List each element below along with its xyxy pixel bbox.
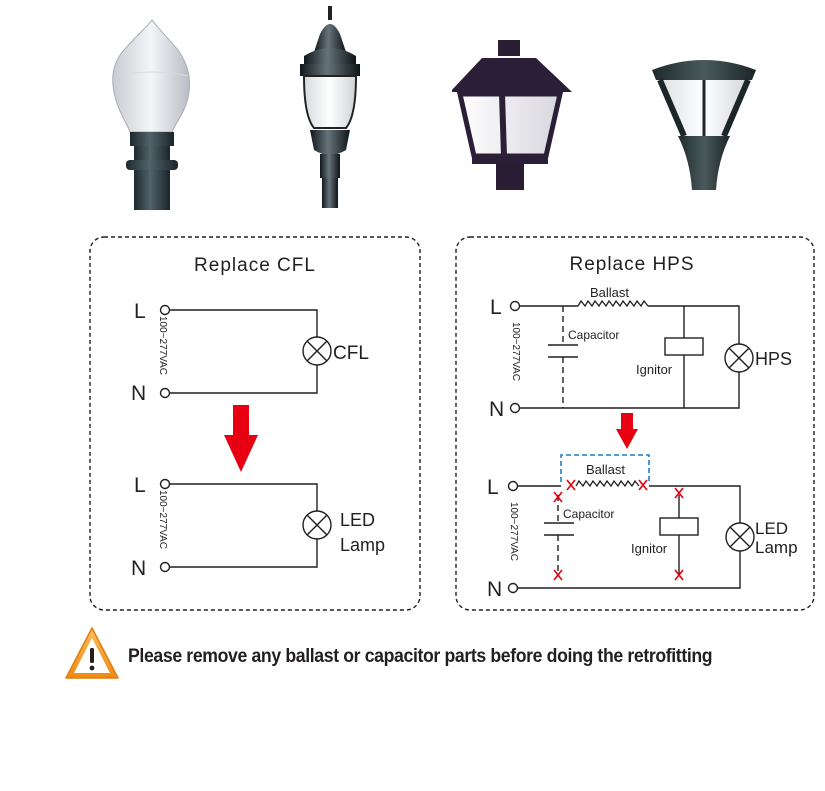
lamp-label: CFL: [333, 343, 369, 364]
ballast-coil-icon: [577, 299, 649, 308]
cfl-panel-title: Replace CFL: [194, 255, 316, 276]
wire: [169, 309, 318, 337]
lamp-label-line2: Lamp: [755, 538, 798, 557]
terminal-l-label: L: [487, 476, 499, 499]
ignitor-symbol-icon: [659, 517, 699, 536]
wire: [649, 485, 741, 523]
terminal-l: [509, 300, 521, 312]
capacitor-label: Capacitor: [568, 328, 619, 342]
lamp-symbol-icon: [302, 510, 332, 540]
wire: [169, 365, 318, 394]
terminal-n: [509, 402, 521, 414]
lamp-label-line1: LED: [340, 510, 375, 530]
hps-panel-border: [455, 236, 815, 611]
terminal-n: [507, 582, 519, 594]
voltage-label: 100~277VAC: [157, 316, 168, 375]
wire: [169, 483, 318, 511]
lamp-label: HPS: [755, 349, 792, 369]
lamp-symbol-icon: [302, 336, 332, 366]
ignitor-label: Ignitor: [636, 362, 673, 377]
cfl-before-circuit: L N CFL 100~277VAC: [131, 300, 369, 405]
voltage-label: 100~277VAC: [157, 490, 168, 549]
terminal-n-label: N: [131, 557, 146, 580]
wire: [517, 551, 741, 589]
hps-before-circuit: L N Ballast Capacitor Ignitor HPS 100~27…: [489, 285, 792, 421]
cut-mark-icon: [553, 479, 684, 581]
terminal-l-label: L: [134, 474, 146, 497]
ballast-label: Ballast: [590, 285, 629, 300]
cfl-after-circuit: L N LED Lamp 100~277VAC: [131, 474, 385, 580]
lamp-symbol-icon: [724, 343, 754, 373]
warning-triangle-icon: [65, 627, 119, 679]
voltage-label: 100~277VAC: [510, 322, 521, 381]
wire: [648, 305, 740, 344]
lamp-photo-ornate-acorn: [300, 6, 360, 208]
down-arrow-icon: [224, 405, 258, 472]
lamp-photo-lantern: [452, 40, 572, 190]
down-arrow-icon: [616, 413, 638, 449]
wire: [169, 539, 318, 568]
ignitor-symbol-icon: [664, 337, 704, 356]
wire: [519, 372, 740, 409]
ballast-coil-icon: [575, 479, 640, 488]
lamp-symbol-icon: [725, 522, 755, 552]
terminal-n-label: N: [489, 398, 504, 421]
hps-panel-title: Replace HPS: [569, 254, 694, 275]
voltage-label: 100~277VAC: [508, 502, 519, 561]
warning-message: Please remove any ballast or capacitor p…: [128, 646, 713, 667]
terminal-l-label: L: [490, 296, 502, 319]
terminal-n-label: N: [487, 578, 502, 601]
hps-after-circuit: L N Ballast Capacitor Ignitor LED Lamp 1…: [487, 454, 798, 601]
lamp-label-line1: LED: [755, 519, 788, 538]
cfl-panel-border: [89, 236, 421, 611]
capacitor-label: Capacitor: [563, 507, 614, 521]
terminal-n-label: N: [131, 382, 146, 405]
lamp-photo-conical: [652, 60, 756, 190]
lamp-photo-acorn-globe: [112, 19, 191, 210]
lamp-label-line2: Lamp: [340, 535, 385, 555]
ballast-label: Ballast: [586, 462, 625, 477]
terminal-l-label: L: [134, 300, 146, 323]
ballast-removal-box: [560, 454, 650, 482]
ignitor-label: Ignitor: [631, 541, 668, 556]
terminal-l: [507, 480, 519, 492]
